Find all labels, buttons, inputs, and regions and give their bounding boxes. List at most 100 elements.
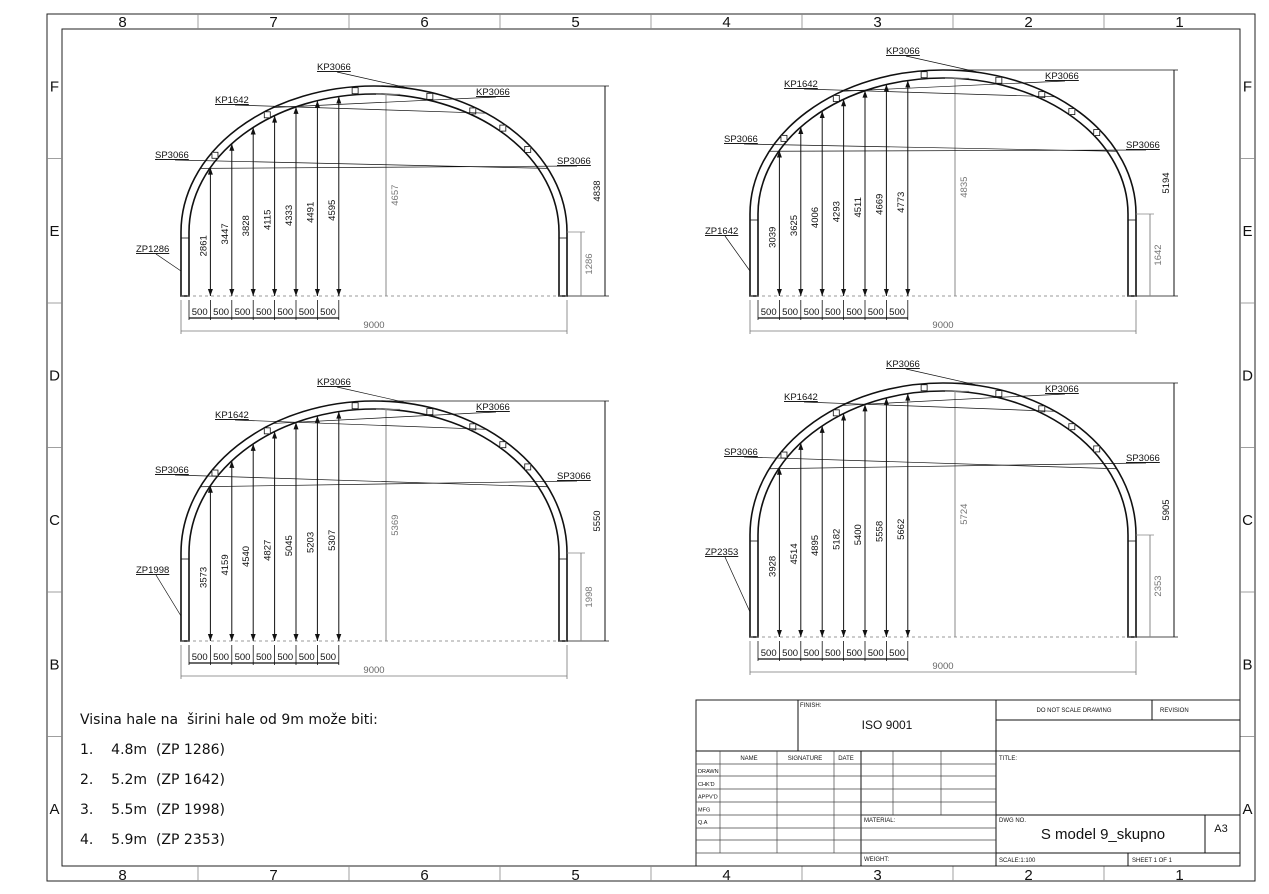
zone-column-label: 1 xyxy=(1175,14,1183,31)
scale-value: SCALE:1:100 xyxy=(999,858,1036,864)
dimension-arrow xyxy=(314,100,320,108)
spacing-value: 500 xyxy=(213,652,229,663)
dimension-arrow xyxy=(314,634,320,641)
revision-label: REVISION xyxy=(1160,708,1189,714)
sheet-number: SHEET 1 OF 1 xyxy=(1132,858,1173,864)
dimension-arrow xyxy=(250,289,256,296)
zone-row-label: C xyxy=(1242,512,1253,529)
sheet-size: A3 xyxy=(1214,823,1227,835)
height-value: 3447 xyxy=(220,223,231,244)
span-value: 9000 xyxy=(363,665,384,676)
spacing-value: 500 xyxy=(277,307,293,318)
notes-item-text: 5.5m (ZP 1998) xyxy=(111,802,226,818)
label-leader xyxy=(905,368,982,387)
total-height-value: 5194 xyxy=(1161,172,1172,193)
notes-item-1: 1. 4.8m (ZP 1286) xyxy=(80,742,225,758)
profile-label-foot: ZP1998 xyxy=(136,565,169,576)
dimension-arrow xyxy=(883,630,889,637)
zone-row-label: C xyxy=(49,512,60,529)
notes-item-text: 4.8m (ZP 1286) xyxy=(111,742,226,758)
approval-row-label: CHK'D xyxy=(698,782,715,788)
finish-value: ISO 9001 xyxy=(862,718,913,732)
joint-plate xyxy=(211,469,219,477)
profile-label-side-left: SP3066 xyxy=(724,447,758,458)
label-leader xyxy=(724,556,751,613)
do-not-scale-note: DO NOT SCALE DRAWING xyxy=(1036,708,1111,714)
dimension-arrow xyxy=(272,634,278,641)
height-value: 4006 xyxy=(810,207,821,228)
spacing-value: 500 xyxy=(782,648,798,659)
profile-label-upper-right: KP3066 xyxy=(476,87,510,98)
dimension-arrow xyxy=(229,634,235,641)
dimension-arrow xyxy=(293,289,299,296)
center-height-value: 5724 xyxy=(959,504,970,525)
dimension-arrow xyxy=(250,127,256,135)
label-leader xyxy=(200,165,578,169)
dimension-arrow xyxy=(776,289,782,296)
dimension-arrow xyxy=(905,393,911,401)
height-value: 4514 xyxy=(789,543,800,564)
dimension-arrow xyxy=(841,289,847,296)
profile-label-side-right: SP3066 xyxy=(1126,140,1160,151)
dimension-arrow xyxy=(883,289,889,296)
label-leader xyxy=(174,159,548,169)
joint-plate xyxy=(499,124,507,132)
zone-column-label: 4 xyxy=(722,14,730,31)
spacing-value: 500 xyxy=(889,307,905,318)
finish-label: FINISH: xyxy=(800,703,822,709)
dimension-arrow xyxy=(819,630,825,637)
dimension-arrow xyxy=(819,110,825,118)
arch-profile xyxy=(180,400,568,642)
profile-label-upper-left: KP1642 xyxy=(784,79,818,90)
joint-plate xyxy=(1093,445,1101,453)
dimension-arrow xyxy=(250,634,256,641)
height-value: 3573 xyxy=(198,567,209,588)
zone-column-label: 6 xyxy=(420,14,428,31)
dimension-arrow xyxy=(207,289,213,296)
label-leader xyxy=(336,386,413,405)
zone-column-label: 2 xyxy=(1024,14,1032,31)
dimension-arrow xyxy=(905,630,911,637)
zone-column-label: 3 xyxy=(873,867,881,884)
spacing-value: 500 xyxy=(868,648,884,659)
dimension-arrow xyxy=(272,115,278,123)
profile-label-side-right: SP3066 xyxy=(557,156,591,167)
label-leader xyxy=(769,149,1147,152)
dimension-arrow xyxy=(272,431,278,439)
total-height-value: 5550 xyxy=(592,510,603,531)
dimension-arrow xyxy=(862,404,868,412)
label-leader xyxy=(336,71,413,90)
height-value: 2861 xyxy=(198,235,209,256)
notes-item-number: 2. xyxy=(80,772,94,788)
spacing-value: 500 xyxy=(889,648,905,659)
joint-plate xyxy=(469,107,477,115)
spacing-value: 500 xyxy=(192,307,208,318)
dimension-arrow xyxy=(776,467,782,475)
spacing-value: 500 xyxy=(256,307,272,318)
joint-plate xyxy=(351,87,359,95)
name-column-header: NAME xyxy=(740,756,757,762)
joint-plate xyxy=(469,423,477,431)
zone-row-label: D xyxy=(49,367,60,384)
height-value: 4773 xyxy=(896,192,907,213)
profile-label-upper-left: KP1642 xyxy=(215,95,249,106)
height-value: 4511 xyxy=(853,197,864,217)
joint-plate xyxy=(780,451,788,459)
approval-row-label: MFG xyxy=(698,807,710,813)
joint-plate xyxy=(351,402,359,410)
spacing-value: 500 xyxy=(299,652,315,663)
spacing-value: 500 xyxy=(299,307,315,318)
profile-label-foot: ZP2353 xyxy=(705,547,738,558)
height-value: 3039 xyxy=(767,227,778,248)
dimension-arrow xyxy=(841,630,847,637)
foot-height-value: 1642 xyxy=(1153,244,1164,265)
spacing-value: 500 xyxy=(320,307,336,318)
dimension-arrow xyxy=(314,289,320,296)
dimension-arrow xyxy=(272,289,278,296)
label-leader xyxy=(273,411,497,424)
profile-label-upper-left: KP1642 xyxy=(784,392,818,403)
dimension-arrow xyxy=(862,90,868,98)
dimension-arrow xyxy=(905,80,911,88)
dimension-arrow xyxy=(905,289,911,296)
